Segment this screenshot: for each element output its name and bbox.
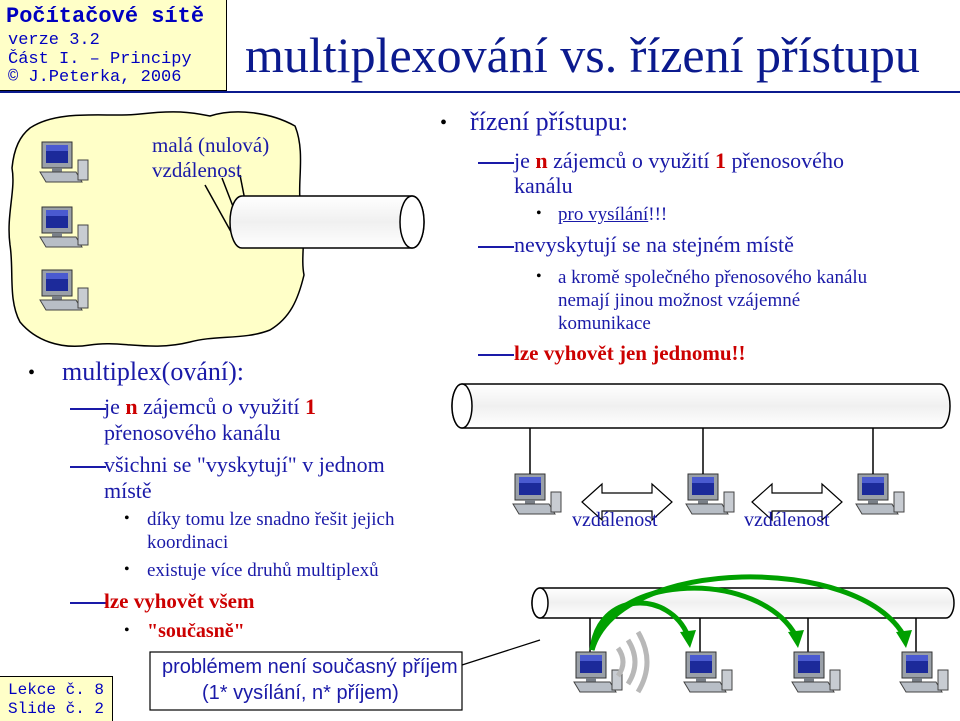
left-channel-pipe (229, 195, 425, 249)
dash-icon (478, 162, 514, 164)
right-sub-2: a kromě společného přenosového kanálu (558, 267, 868, 288)
cloud-label: malá (nulová) (152, 133, 270, 157)
left-item-1: je n zájemců o využití 1 (104, 394, 317, 419)
lecture-number: Lekce č. 8 (8, 681, 105, 699)
right-item-3: lze vyhovět jen jednomu!! (514, 341, 746, 365)
computer-icon (573, 651, 623, 693)
bus-pipe (531, 587, 955, 619)
left-item-1-cont: přenosového kanálu (104, 420, 281, 445)
right-item-2: nevyskytují se na stejném místě (514, 232, 794, 257)
right-heading: řízení přístupu: (470, 107, 629, 136)
dash-icon (70, 408, 106, 410)
header-box: Počítačové sítě verze 3.2 Část I. – Prin… (0, 0, 227, 91)
bullet-icon: • (124, 622, 130, 639)
right-item-1-cont: kanálu (514, 173, 573, 198)
callout-line: (1* vysílání, n* příjem) (202, 682, 399, 704)
dash-icon (70, 602, 106, 604)
left-sub-1-cont: koordinaci (147, 532, 229, 553)
course-author: © J.Peterka, 2006 (8, 68, 182, 87)
slide-number: Slide č. 2 (8, 700, 105, 718)
cloud-label: vzdálenost (152, 158, 242, 182)
distance-label: vzdálenost (744, 509, 830, 531)
left-heading: multiplex(ování): (62, 357, 244, 386)
callout-box (149, 651, 463, 711)
left-item-2-cont: místě (104, 478, 152, 503)
bullet-icon: • (536, 268, 542, 285)
title-rule (0, 91, 960, 93)
computer-icon (683, 651, 733, 693)
left-sub-3: "současně" (147, 620, 245, 642)
course-version: verze 3.2 (8, 31, 100, 50)
bullet-icon: • (440, 112, 448, 134)
distance-arrow (751, 482, 843, 522)
bullet-icon: • (28, 362, 36, 384)
callout-line: problémem není současný příjem (162, 656, 458, 678)
right-item-1: je n zájemců o využití 1 přenosového (514, 148, 844, 173)
left-sub-1: díky tomu lze snadno řešit jejich (147, 509, 395, 530)
dash-icon (70, 466, 106, 468)
right-channel-pipe (451, 383, 951, 429)
computer-icon (791, 651, 841, 693)
course-part: Část I. – Principy (8, 50, 192, 69)
left-item-3: lze vyhovět všem (104, 589, 255, 613)
computer-icon (685, 473, 735, 515)
computer-icon (899, 651, 949, 693)
left-sub-2: existuje více druhů multiplexů (147, 560, 379, 581)
computer-icon (512, 473, 562, 515)
right-sub-2-cont: komunikace (558, 313, 651, 334)
right-sub-1: pro vysílání!!! (558, 204, 668, 225)
distance-label: vzdálenost (572, 509, 658, 531)
dash-icon (478, 246, 514, 248)
bullet-icon: • (124, 510, 130, 527)
bullet-icon: • (536, 205, 542, 222)
page-title: multiplexování vs. řízení přístupu (245, 27, 920, 83)
bullet-icon: • (124, 561, 130, 578)
left-item-2: všichni se "vyskytují" v jednom (104, 452, 385, 477)
right-sub-2-cont: nemají jinou možnost vzájemné (558, 290, 801, 311)
distance-arrow (581, 482, 673, 522)
dash-icon (478, 354, 514, 356)
footer-box: Lekce č. 8 Slide č. 2 (0, 676, 113, 721)
computer-icon (855, 473, 905, 515)
course-title: Počítačové sítě (6, 4, 205, 29)
wireless-icon (615, 630, 650, 694)
